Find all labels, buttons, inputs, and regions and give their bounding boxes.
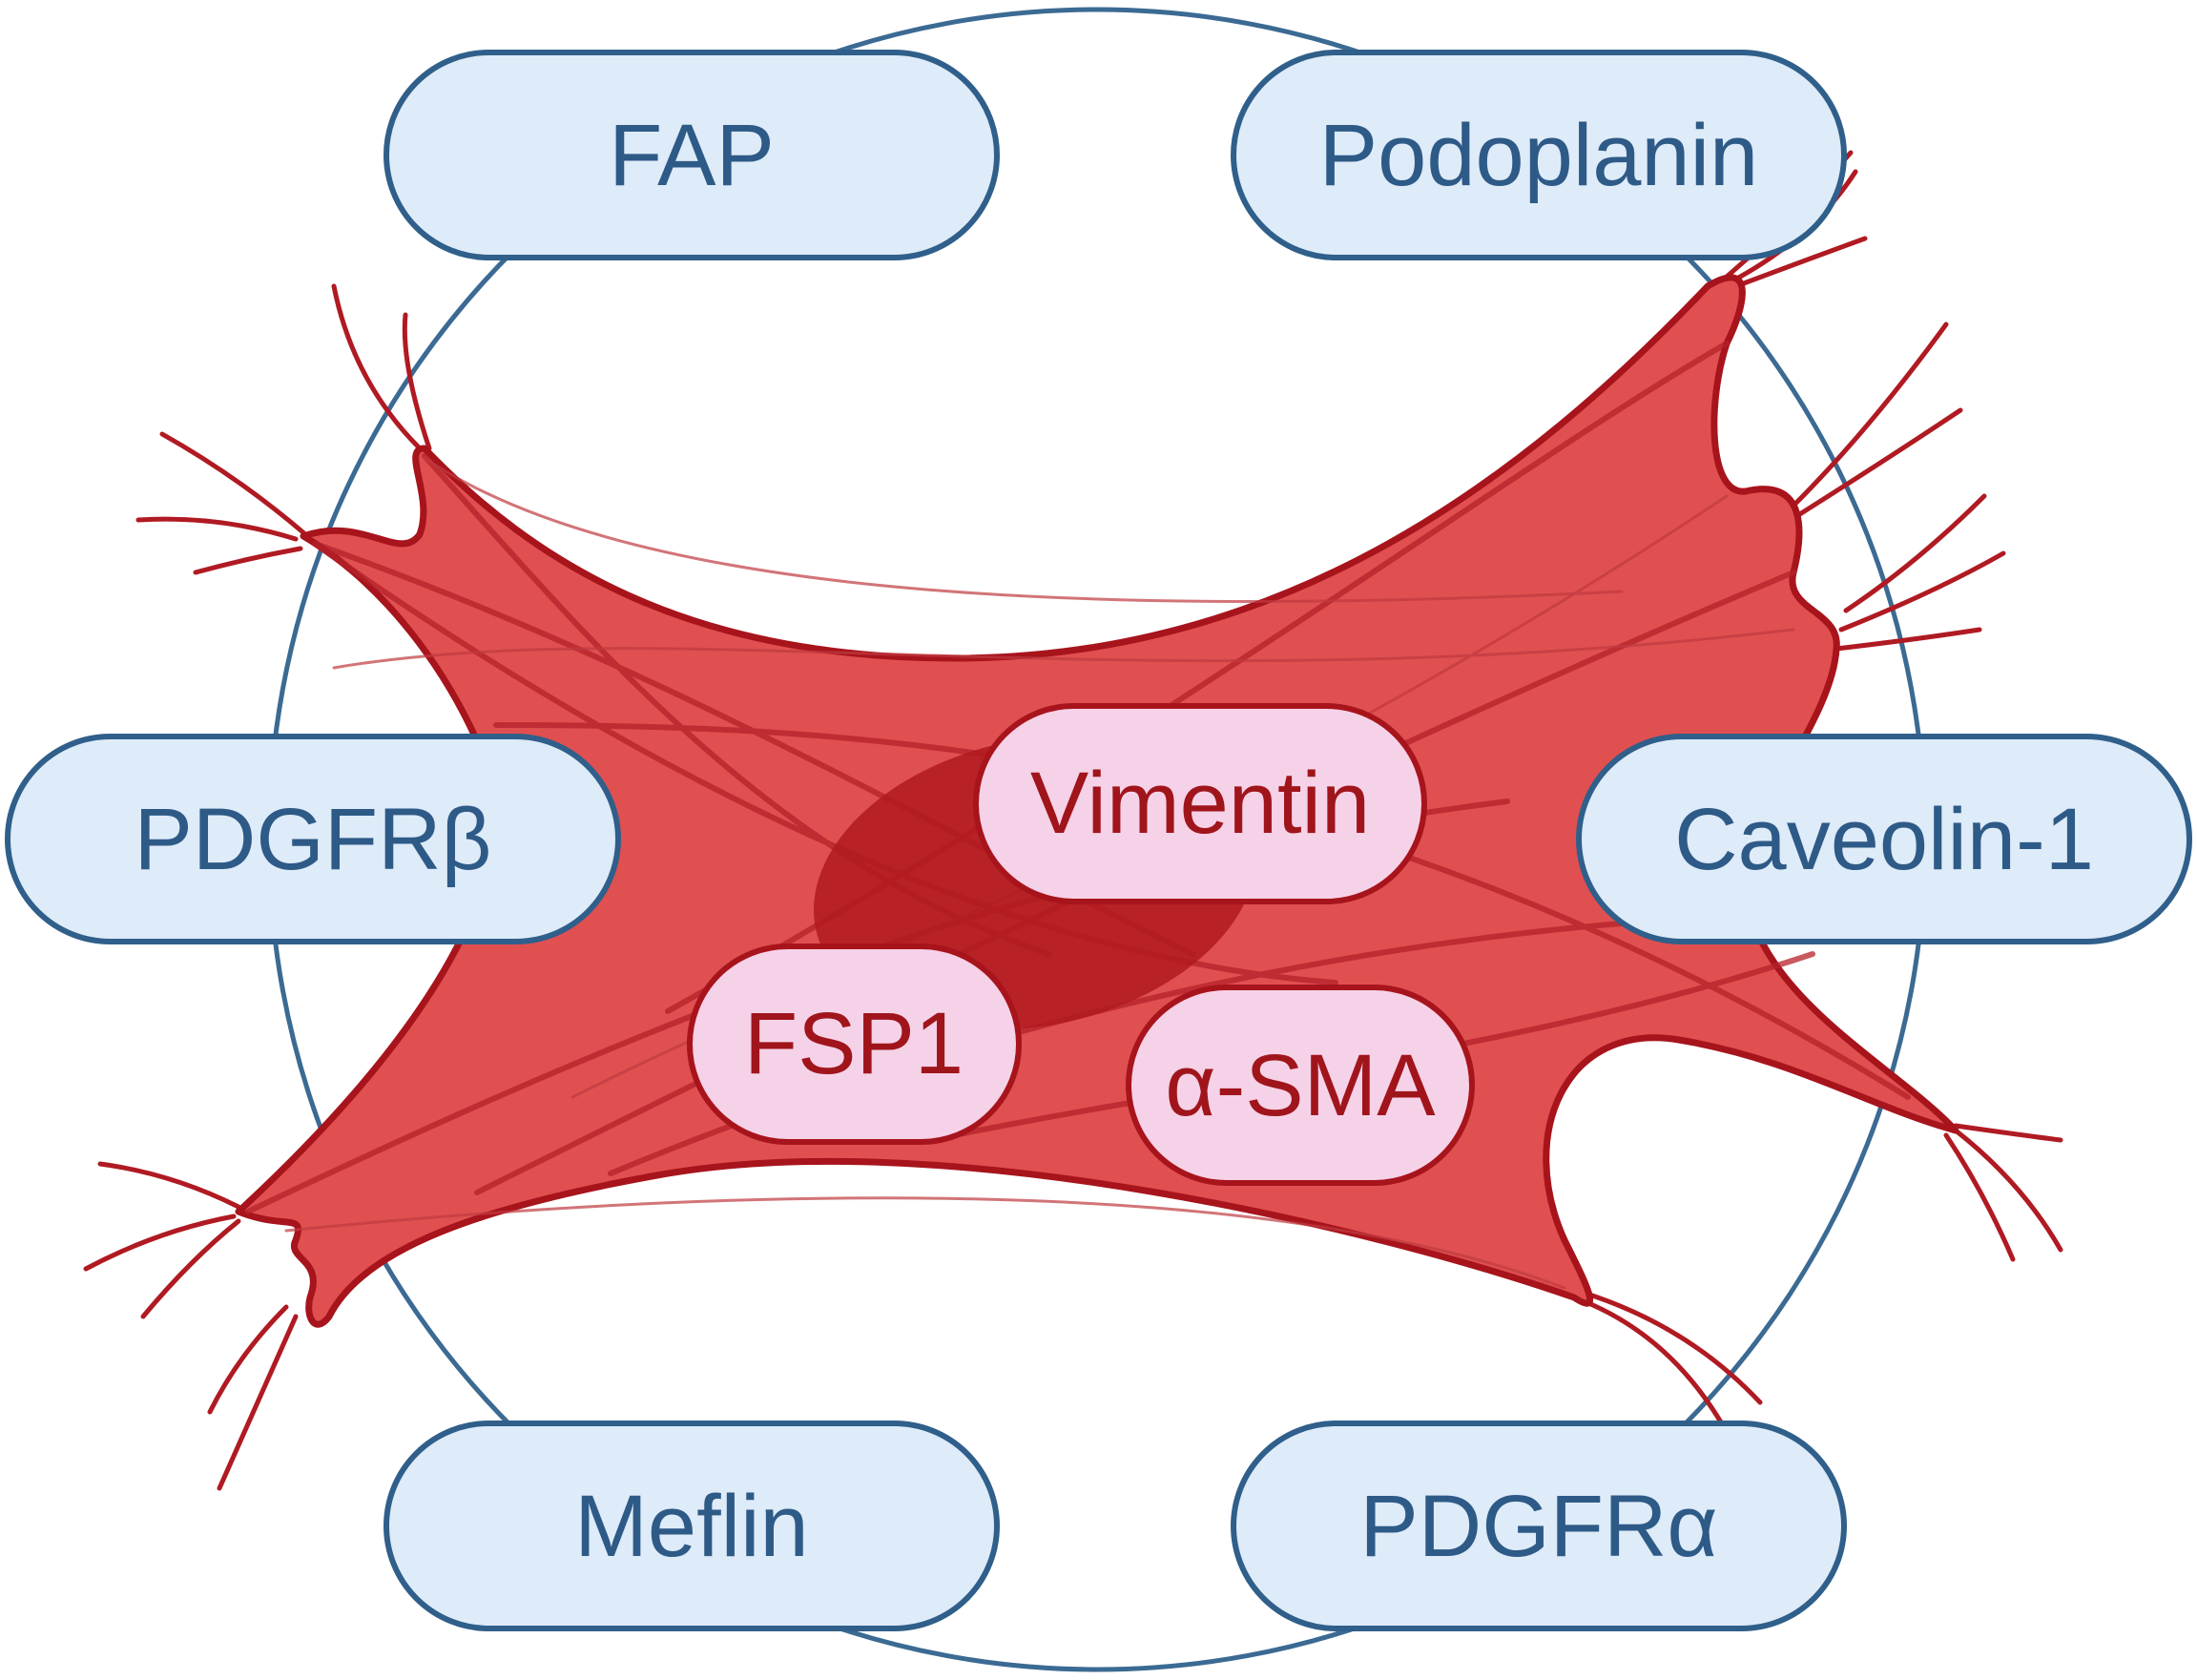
inner-marker-asma: α-SMA (1126, 985, 1475, 1186)
outer-marker-fap: FAP (383, 50, 1000, 260)
outer-marker-pdgfrb: PDGFRβ (5, 734, 621, 944)
outer-marker-caveolin1: Caveolin-1 (1576, 734, 2192, 944)
caveolin1-label: Caveolin-1 (1674, 791, 2094, 888)
outer-marker-meflin: Meflin (383, 1421, 1000, 1631)
podoplanin-label: Podoplanin (1319, 107, 1758, 204)
pdgfrb-label: PDGFRβ (135, 791, 492, 888)
vimentin-label: Vimentin (1030, 755, 1370, 852)
outer-marker-podoplanin: Podoplanin (1231, 50, 1847, 260)
outer-marker-pdgfra: PDGFRα (1231, 1421, 1847, 1631)
fsp1-label: FSP1 (744, 995, 964, 1092)
inner-marker-fsp1: FSP1 (687, 944, 1022, 1145)
meflin-label: Meflin (574, 1478, 808, 1575)
asma-label: α-SMA (1165, 1037, 1436, 1134)
fap-label: FAP (609, 107, 775, 204)
inner-marker-vimentin: Vimentin (973, 703, 1427, 904)
pdgfra-label: PDGFRα (1359, 1478, 1717, 1575)
cell-protrusions (83, 150, 2063, 1491)
